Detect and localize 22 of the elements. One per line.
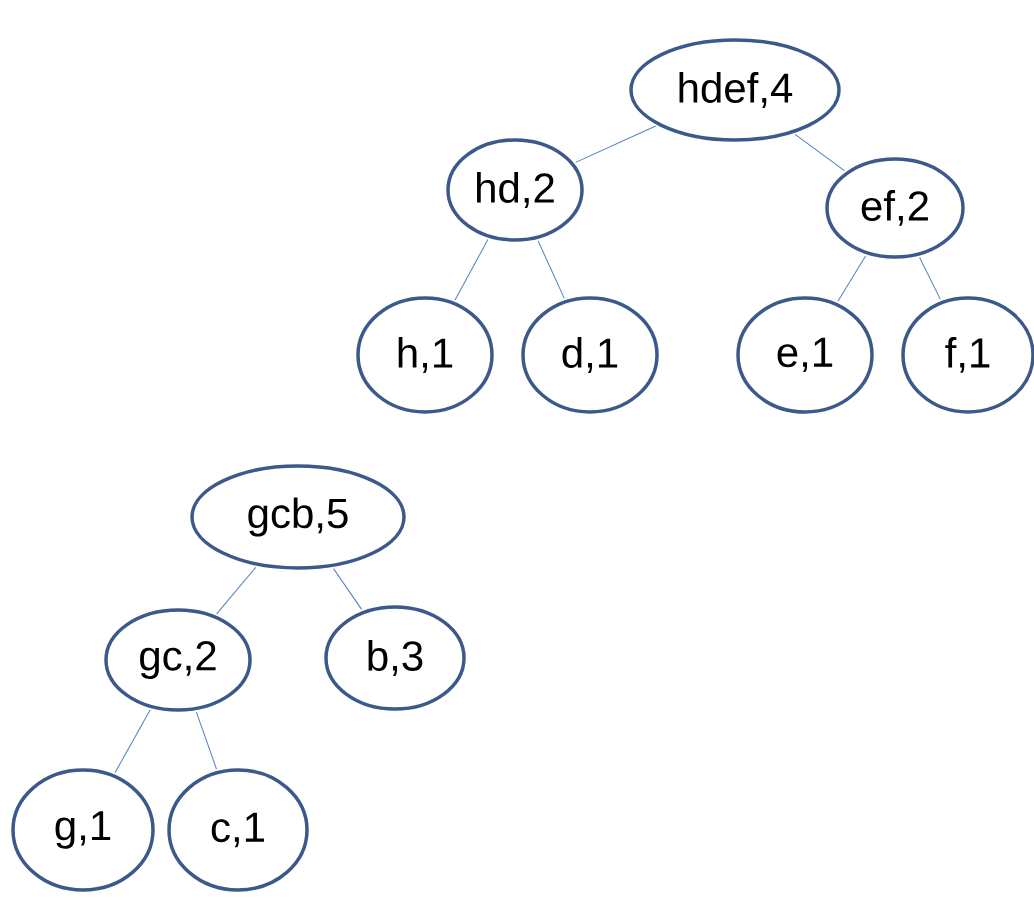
connector-line: [919, 257, 941, 300]
connector-line: [216, 566, 257, 615]
connector-line: [195, 711, 217, 770]
connector-line: [333, 568, 363, 610]
tree-node: e,1: [736, 296, 874, 414]
tree-node: d,1: [521, 296, 659, 414]
tree-node: gc,2: [104, 608, 252, 712]
connector-line: [794, 133, 845, 172]
tree-node: h,1: [356, 296, 494, 414]
connector-line: [575, 125, 657, 163]
tree-node: g,1: [11, 768, 155, 892]
tree-node: hdef,4: [629, 38, 841, 142]
tree-node: gcb,5: [190, 464, 406, 570]
tree-node: ef,2: [825, 157, 965, 259]
connector-line: [114, 709, 151, 774]
connector-line: [454, 239, 489, 301]
connector-line: [837, 255, 867, 302]
tree-node: hd,2: [446, 138, 584, 242]
tree-node: b,3: [324, 605, 466, 711]
tree-node: f,1: [901, 296, 1034, 414]
tree-node: c,1: [167, 768, 309, 892]
connector-line: [537, 240, 565, 299]
